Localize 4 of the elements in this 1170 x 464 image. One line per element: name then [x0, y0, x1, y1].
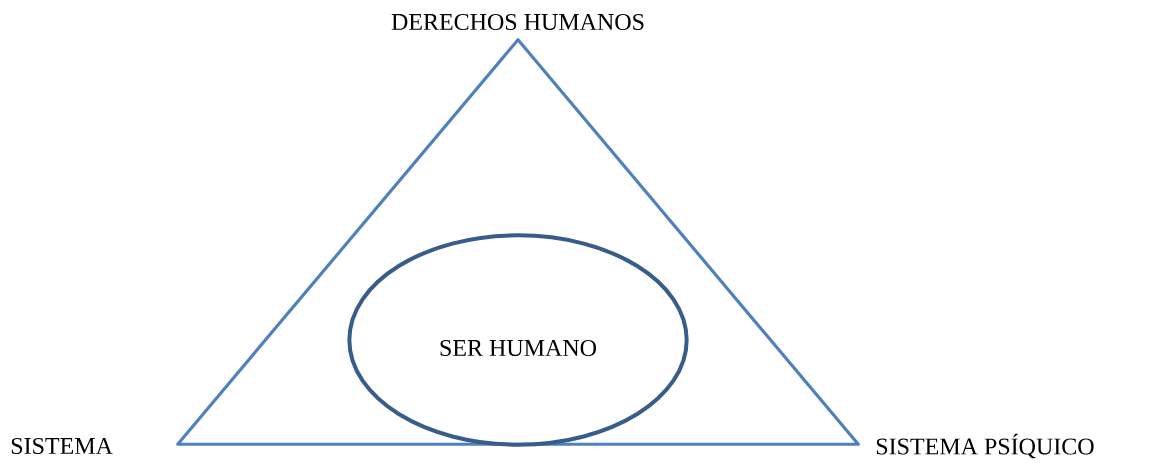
triangle — [176, 38, 860, 446]
vertex-label: SISTEMA — [11, 437, 113, 455]
vertex-label: DERECHOS HUMANOS — [391, 13, 644, 31]
vertex-label: SISTEMA PSÍQUICO — [876, 433, 1094, 459]
